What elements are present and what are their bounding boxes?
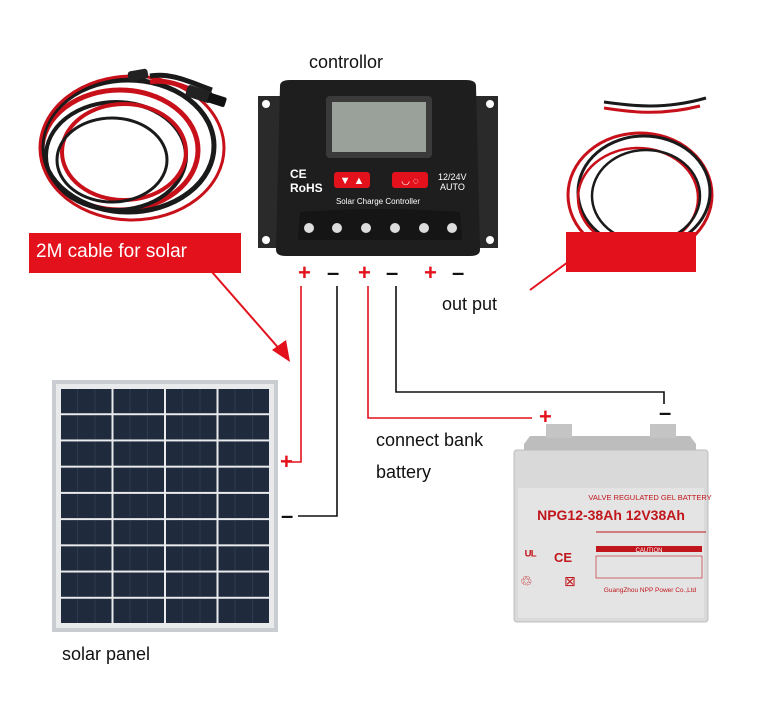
solar-cell (61, 493, 112, 519)
svg-text:▼ ▲: ▼ ▲ (340, 175, 365, 187)
solar-panel (52, 380, 278, 632)
solar-cell (113, 389, 164, 414)
svg-text:ᵁᴸ: ᵁᴸ (525, 547, 537, 563)
voltage-line2: AUTO (440, 182, 465, 192)
charge-controller: ▼ ▲ ◡ ◌ CE RoHS 12/24V AUTO Solar Charge… (258, 80, 498, 256)
solar-cell (166, 441, 217, 466)
solar-cell (113, 546, 164, 571)
solar-cell (166, 467, 217, 492)
solar-cable-coil (38, 68, 227, 222)
voltage-line1: 12/24V (438, 172, 467, 182)
battery-negative-sign: – (659, 400, 672, 425)
svg-text:◡ ◌: ◡ ◌ (401, 176, 419, 187)
solar-cell (113, 572, 164, 597)
solar-cell (61, 598, 112, 623)
solar-cell (218, 546, 269, 571)
solar-cell (61, 441, 112, 466)
solar-cell (166, 493, 217, 519)
solar-cell (61, 389, 112, 414)
ce-mark: CE (290, 167, 307, 181)
battery-maker: GuangZhou NPP Power Co.,Ltd (604, 587, 697, 594)
battery-top-label: VALVE REGULATED GEL BATTERY (588, 493, 711, 502)
terminal-load-negative: – (452, 260, 465, 285)
terminal-battery-negative: – (386, 260, 399, 285)
solar-cell (113, 467, 164, 492)
arrow-output-line (529, 261, 569, 291)
rohs-mark: RoHS (290, 181, 323, 195)
solar-cell (113, 598, 164, 623)
solar-cell (218, 389, 269, 414)
wires (286, 286, 665, 517)
solar-cell (61, 546, 112, 571)
solar-cell (218, 493, 269, 519)
panel-negative-sign: – (281, 503, 294, 528)
solar-cell (61, 467, 112, 492)
battery-label-line1: connect bank (376, 430, 484, 450)
solar-cell (113, 493, 164, 519)
battery-positive-sign: + (539, 404, 552, 429)
solar-cell (166, 572, 217, 597)
pointer-arrows (211, 261, 569, 362)
solar-panel-label: solar panel (62, 644, 151, 664)
wire-panel-positive (286, 286, 302, 463)
battery-model: NPG12-38Ah 12V38Ah (537, 507, 685, 523)
solar-cell (61, 572, 112, 597)
solar-cell (218, 441, 269, 466)
cable-label: 2M cable for solar (36, 241, 188, 262)
solar-cell (113, 520, 164, 545)
solar-cell (218, 467, 269, 492)
solar-cell (166, 415, 217, 440)
svg-text:⊠: ⊠ (564, 573, 576, 589)
solar-cell (218, 598, 269, 623)
solar-cell (113, 441, 164, 466)
terminal-solar-negative: – (327, 260, 340, 285)
cable-label-box (29, 233, 241, 273)
output-label: out put (442, 294, 498, 314)
svg-text:♲: ♲ (520, 573, 533, 589)
solar-cell (218, 520, 269, 545)
terminal-solar-positive: + (298, 260, 311, 285)
wire-battery-positive (367, 286, 532, 419)
controller-title: Solar Charge Controller (336, 197, 420, 206)
wire-battery-negative (395, 286, 665, 404)
solar-cell (166, 389, 217, 414)
solar-cell (166, 520, 217, 545)
battery-caution: CAUTION (636, 548, 663, 554)
terminal-battery-positive: + (358, 260, 371, 285)
solar-cell (218, 572, 269, 597)
output-cable-coil (566, 96, 714, 259)
terminal-load-positive: + (424, 260, 437, 285)
gel-battery: VALVE REGULATED GEL BATTERY NPG12-38Ah 1… (513, 424, 712, 623)
controller-label: controllor (309, 52, 384, 72)
solar-cell (218, 415, 269, 440)
solar-cell (61, 520, 112, 545)
solar-cell (61, 415, 112, 440)
solar-cell (166, 598, 217, 623)
solar-cell (113, 415, 164, 440)
solar-cell (166, 546, 217, 571)
wire-panel-negative (298, 286, 338, 517)
battery-label-line2: battery (376, 462, 432, 482)
svg-text:CE: CE (554, 550, 572, 565)
arrow-cable-to-panel (211, 271, 283, 353)
output-label-box (566, 232, 696, 272)
panel-positive-sign: + (280, 449, 293, 474)
